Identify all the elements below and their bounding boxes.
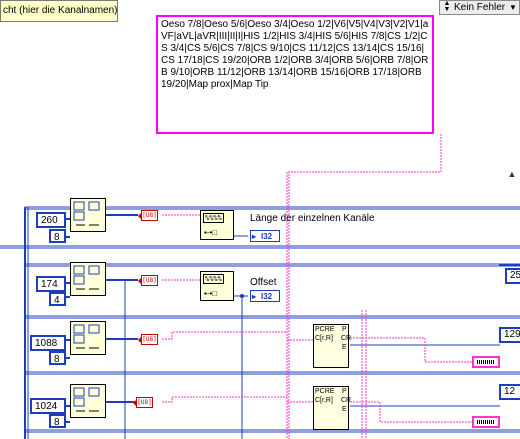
array-node[interactable]: [70, 321, 106, 355]
length-indicator[interactable]: ▸ I32: [250, 230, 280, 242]
array-node-icon: [73, 265, 100, 290]
array-node-icon: [73, 387, 100, 412]
string-array-constant[interactable]: [472, 416, 500, 428]
indicator-arrow-icon: ▸: [252, 232, 257, 241]
cr-label: C[r,R]: [315, 335, 333, 342]
format-string: %%%%: [203, 274, 224, 284]
updown-arrows-icon[interactable]: ▲▼: [443, 0, 451, 13]
channel-names-string-constant[interactable]: Oeso 7/8|Oeso 5/6|Oeso 3/4|Oeso 1/2|V6|V…: [156, 15, 434, 134]
i32-tag: I32: [261, 292, 273, 301]
array-node[interactable]: [70, 198, 106, 232]
constant-4[interactable]: 1024: [30, 398, 66, 414]
c-label: CR: [341, 397, 352, 404]
error-dropdown-value: Kein Fehler: [454, 2, 506, 13]
array-node[interactable]: [70, 384, 106, 418]
array-node-icon: [73, 201, 100, 226]
format-string: %%%%: [203, 213, 224, 223]
right-constant-1[interactable]: 25: [505, 268, 520, 284]
offset-indicator[interactable]: ▸ I32: [250, 290, 280, 302]
constant-4-count[interactable]: 8: [49, 414, 66, 428]
offset-label: Offset: [250, 277, 277, 288]
indicator-arrow-icon: ▸: [252, 292, 257, 301]
right-constant-3[interactable]: 12: [499, 384, 520, 400]
length-label: Länge der einzelnen Kanäle: [250, 213, 375, 224]
wire-junction: [240, 294, 244, 298]
u8-conversion[interactable]: [U8]: [133, 397, 153, 408]
u8-conversion[interactable]: [U8]: [138, 210, 158, 221]
scan-node-icon: ▪-•□: [204, 228, 218, 237]
regex-match-node[interactable]: PCRE C[r,R] P CR E: [313, 324, 352, 368]
u8-conversion[interactable]: [U8]: [138, 334, 158, 345]
right-constant-2[interactable]: 129: [499, 327, 520, 343]
pcre-label: PCRE: [315, 388, 335, 395]
pcre-label: PCRE: [315, 326, 335, 333]
scan-node-icon: ▪-•□: [204, 289, 218, 298]
comment-label: cht (hier die Kanalnamen): [0, 0, 118, 22]
cr-label: C[r,R]: [315, 397, 333, 404]
constant-3-count[interactable]: 8: [49, 351, 66, 365]
blue-bus-wires: [0, 206, 520, 439]
constant-offset[interactable]: 174: [36, 276, 66, 292]
chevron-down-icon[interactable]: ▼: [509, 3, 517, 12]
scroll-up-icon[interactable]: ▲: [507, 169, 517, 179]
e-label: E: [342, 406, 347, 413]
string-array-constant[interactable]: [472, 356, 500, 368]
constant-offset-count[interactable]: 4: [49, 292, 66, 306]
u8-conversion[interactable]: [U8]: [138, 275, 158, 286]
e-label: E: [342, 344, 347, 351]
array-node[interactable]: [70, 262, 106, 296]
constant-length-count[interactable]: 8: [49, 229, 66, 243]
p-label: P: [342, 388, 347, 395]
array-node-icon: [73, 324, 100, 349]
scan-value-node[interactable]: %%%% ▪-•□: [200, 210, 234, 240]
p-label: P: [342, 326, 347, 333]
constant-3[interactable]: 1088: [30, 335, 66, 351]
c-label: CR: [341, 335, 352, 342]
i32-tag: I32: [261, 232, 273, 241]
error-dropdown[interactable]: ▲▼ Kein Fehler ▼: [439, 0, 520, 15]
constant-length[interactable]: 260: [36, 212, 66, 228]
scan-value-node[interactable]: %%%% ▪-•□: [200, 271, 234, 301]
regex-match-node[interactable]: PCRE C[r,R] P CR E: [313, 386, 352, 430]
